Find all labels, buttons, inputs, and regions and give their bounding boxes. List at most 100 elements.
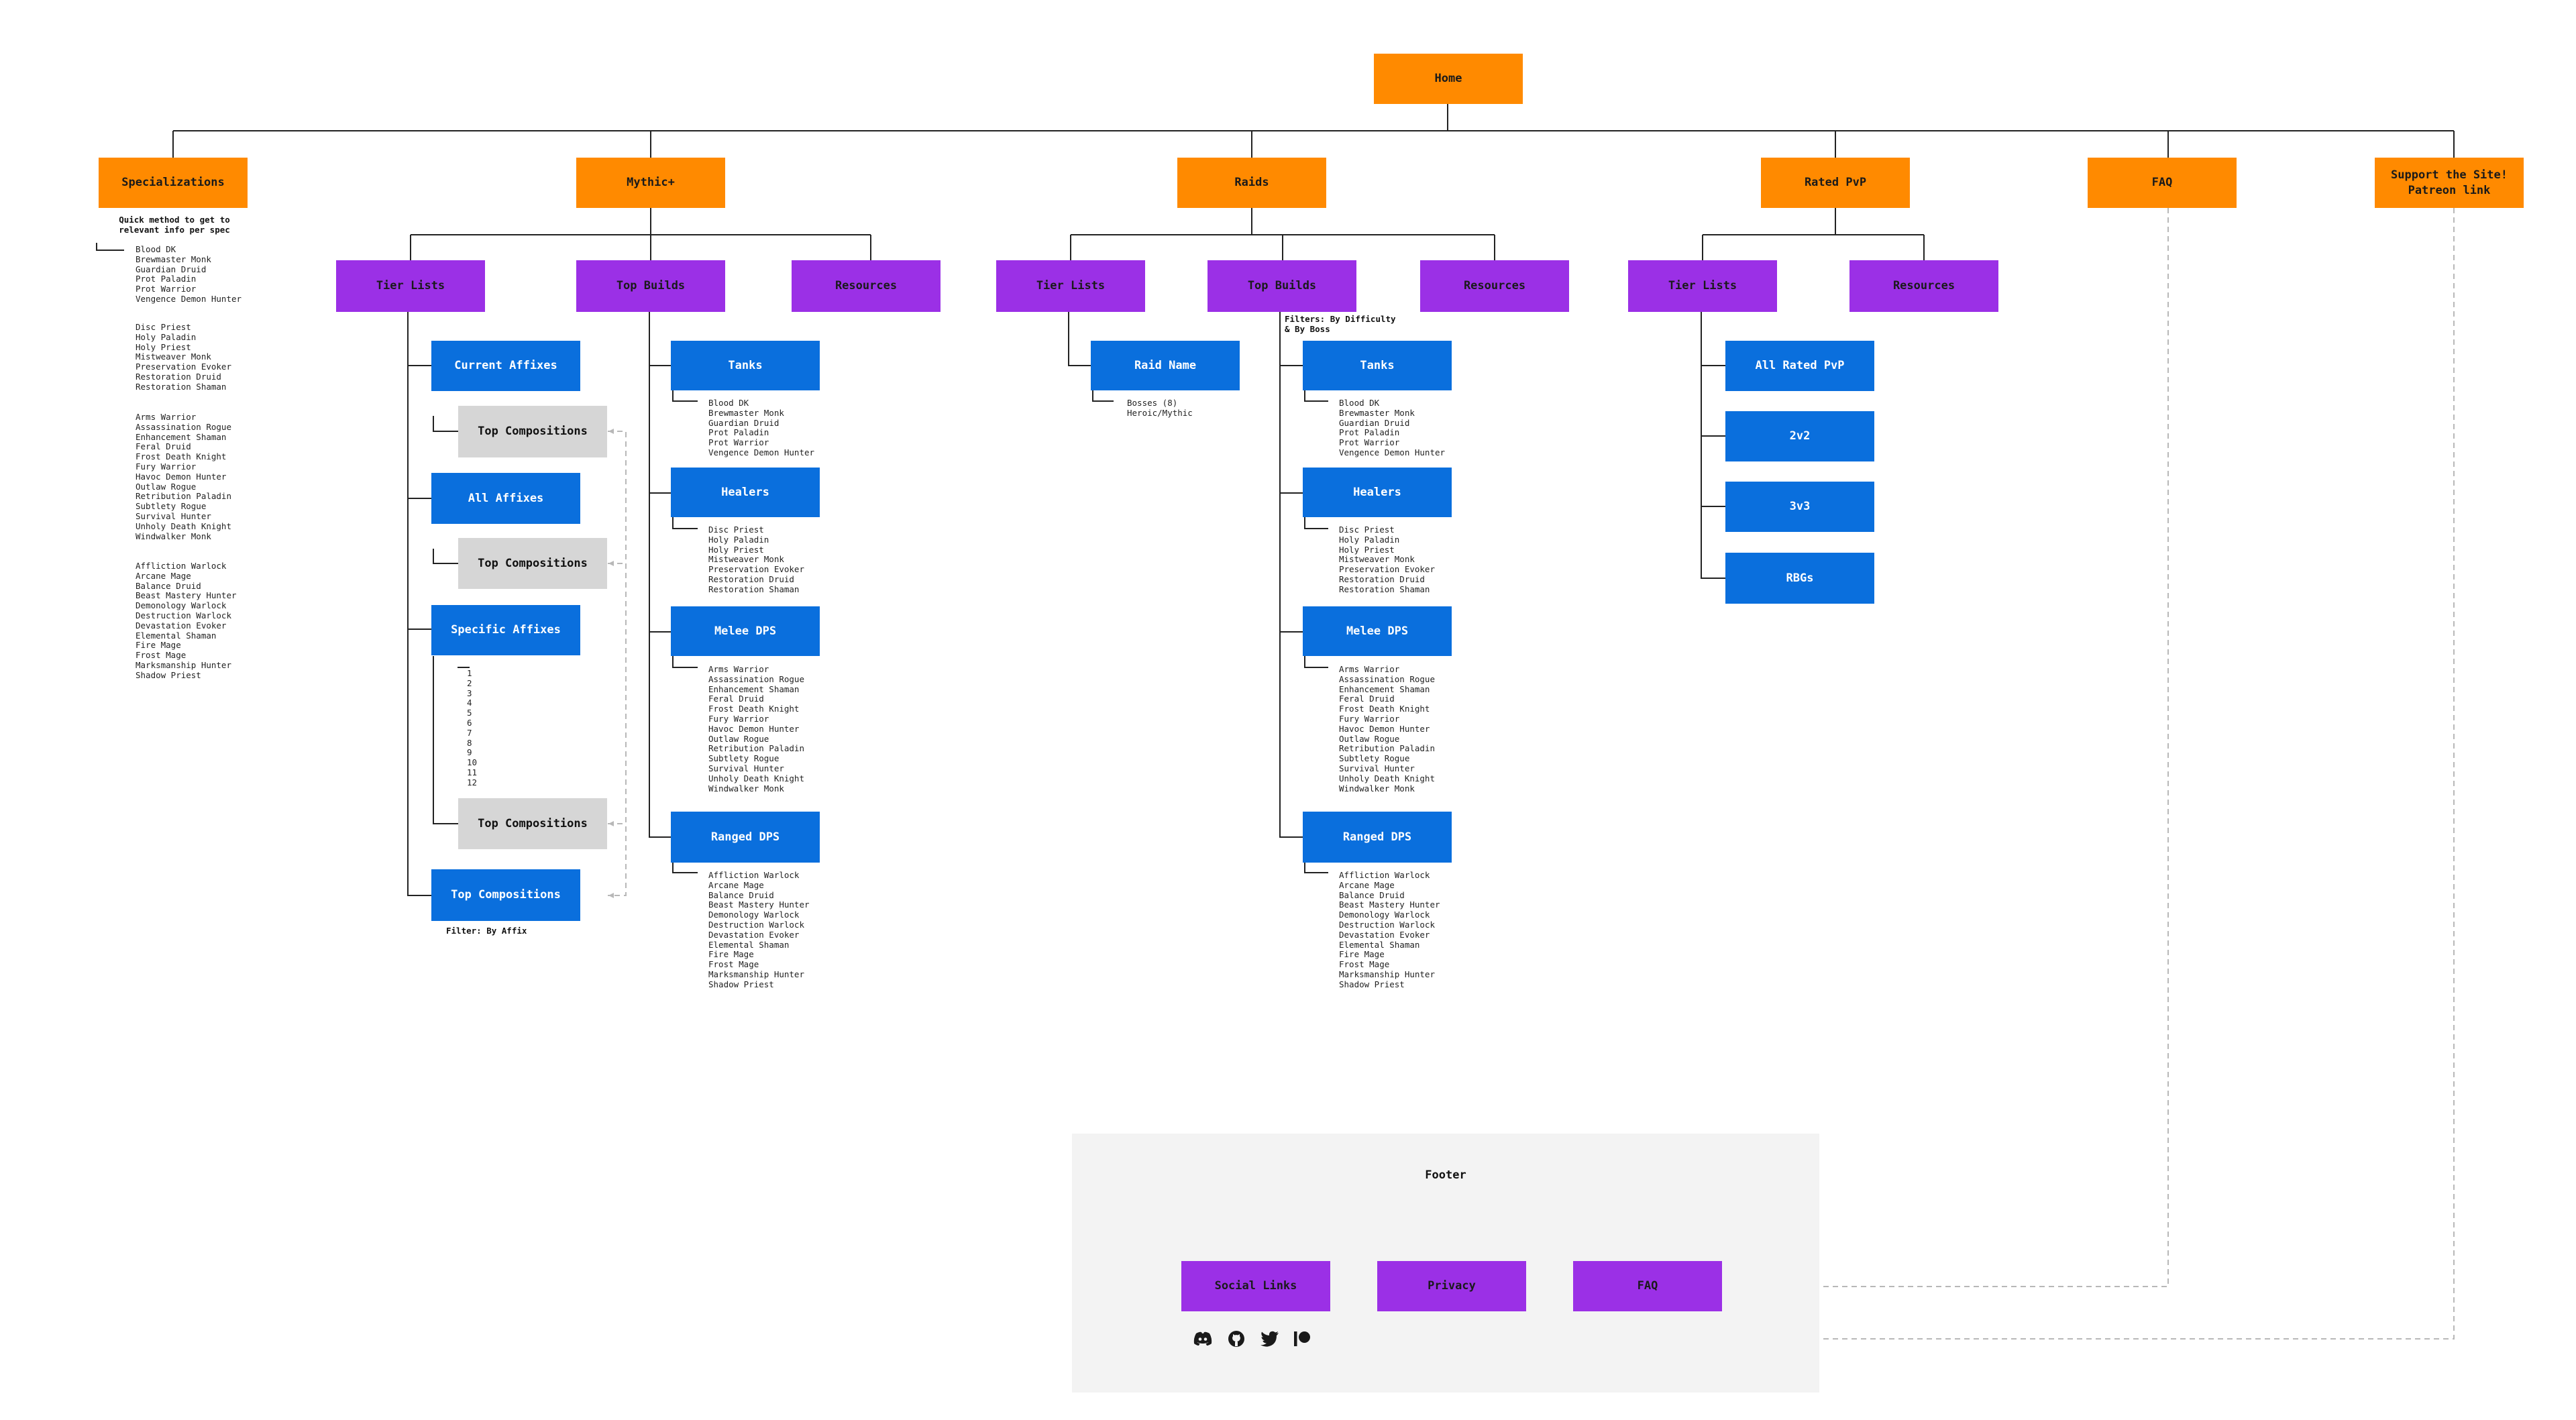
raid-name-node[interactable]: Raid Name <box>1091 341 1240 390</box>
list-item: Survival Hunter <box>136 510 211 521</box>
list-item: Balance Druid <box>1339 889 1405 900</box>
mythic-plus-node[interactable]: Mythic+ <box>576 158 725 208</box>
list-item: Enhancement Shaman <box>708 684 800 694</box>
all-rated-pvp-node[interactable]: All Rated PvP <box>1725 341 1874 391</box>
list-item: Heroic/Mythic <box>1127 407 1193 418</box>
all-affixes-node[interactable]: All Affixes <box>431 473 580 524</box>
list-item: Holy Priest <box>136 341 191 352</box>
list-item: Devastation Evoker <box>708 929 800 940</box>
ranged-dps-node[interactable]: Ranged DPS <box>1303 812 1452 863</box>
patreon-icon[interactable] <box>1292 1329 1312 1349</box>
list-item: Holy Priest <box>708 544 764 555</box>
social-links-node[interactable]: Social Links <box>1181 1261 1330 1311</box>
list-item: Restoration Shaman <box>1339 584 1430 594</box>
raids-resources-node[interactable]: Resources <box>1420 260 1569 312</box>
list-item: Frost Death Knight <box>708 704 800 714</box>
list-item: Demonology Warlock <box>708 910 800 920</box>
specializations-node[interactable]: Specializations <box>99 158 248 208</box>
healers-node[interactable]: Healers <box>1303 468 1452 517</box>
list-item: 9 <box>467 747 472 758</box>
melee-dps-node[interactable]: Melee DPS <box>671 606 820 656</box>
raids-top-builds-node[interactable]: Top Builds <box>1208 260 1356 312</box>
list-item: 2 <box>467 677 472 688</box>
2v2-node[interactable]: 2v2 <box>1725 411 1874 461</box>
list-item: Affliction Warlock <box>136 561 227 571</box>
top-compositions-all-node[interactable]: Top Compositions <box>431 869 580 921</box>
list-item: Restoration Shaman <box>708 584 800 594</box>
list-item: Marksmanship Hunter <box>136 659 231 670</box>
list-item: Destruction Warlock <box>136 610 231 620</box>
list-item: Assassination Rogue <box>1339 673 1435 684</box>
list-item: Destruction Warlock <box>708 919 804 930</box>
tanks-node[interactable]: Tanks <box>1303 341 1452 390</box>
list-item: Subtlety Rogue <box>1339 753 1410 764</box>
faq-node[interactable]: FAQ <box>2088 158 2237 208</box>
list-item: Feral Druid <box>708 694 764 704</box>
privacy-node[interactable]: Privacy <box>1377 1261 1526 1311</box>
healers-node[interactable]: Healers <box>671 468 820 517</box>
mythic-resources-node[interactable]: Resources <box>792 260 941 312</box>
raids-node[interactable]: Raids <box>1177 158 1326 208</box>
3v3-node[interactable]: 3v3 <box>1725 482 1874 532</box>
list-item: Mistweaver Monk <box>1339 554 1415 565</box>
github-icon[interactable] <box>1226 1329 1246 1349</box>
list-item: Devastation Evoker <box>136 620 227 631</box>
list-item: 3 <box>467 688 472 698</box>
list-item: Unholy Death Knight <box>136 521 231 531</box>
pvp-tier-lists-node[interactable]: Tier Lists <box>1628 260 1777 312</box>
list-item: 6 <box>467 717 472 728</box>
pvp-resources-node[interactable]: Resources <box>1849 260 1998 312</box>
mythic-tier-lists-node[interactable]: Tier Lists <box>336 260 485 312</box>
list-item: 5 <box>467 708 472 718</box>
list-item: 11 <box>467 767 478 777</box>
melee-dps-node[interactable]: Melee DPS <box>1303 606 1452 656</box>
list-item: Havoc Demon Hunter <box>1339 723 1430 734</box>
list-item: Destruction Warlock <box>1339 919 1435 930</box>
list-item: Restoration Druid <box>136 371 221 382</box>
tanks-node[interactable]: Tanks <box>671 341 820 390</box>
top-compositions-node[interactable]: Top Compositions <box>458 406 607 457</box>
list-item: Havoc Demon Hunter <box>708 723 800 734</box>
current-affixes-node[interactable]: Current Affixes <box>431 341 580 391</box>
list-item: Devastation Evoker <box>1339 929 1430 940</box>
list-item: Outlaw Rogue <box>1339 733 1400 744</box>
list-item: Enhancement Shaman <box>136 431 227 442</box>
list-item: Windwalker Monk <box>708 783 784 794</box>
list-item: Subtlety Rogue <box>708 753 780 764</box>
list-item: Disc Priest <box>708 525 764 535</box>
list-item: Preservation Evoker <box>708 564 804 575</box>
twitter-icon[interactable] <box>1260 1329 1280 1349</box>
list-item: Unholy Death Knight <box>708 773 804 783</box>
list-item: Prot Warrior <box>136 284 197 294</box>
list-item: Blood DK <box>1339 398 1380 408</box>
support-site-node[interactable]: Support the Site! Patreon link <box>2375 158 2524 208</box>
rbgs-node[interactable]: RBGs <box>1725 553 1874 604</box>
ranged-dps-node[interactable]: Ranged DPS <box>671 812 820 863</box>
list-item: Balance Druid <box>136 580 201 591</box>
footer-faq-node[interactable]: FAQ <box>1573 1261 1722 1311</box>
list-item: Assassination Rogue <box>136 421 231 432</box>
top-compositions-node[interactable]: Top Compositions <box>458 538 607 589</box>
discord-icon[interactable] <box>1193 1329 1213 1349</box>
list-item: Prot Paladin <box>708 427 769 438</box>
list-item: Balance Druid <box>708 889 774 900</box>
top-compositions-node[interactable]: Top Compositions <box>458 798 607 849</box>
list-item: Restoration Shaman <box>136 381 227 392</box>
raids-tier-lists-node[interactable]: Tier Lists <box>996 260 1145 312</box>
list-item: Shadow Priest <box>1339 979 1405 989</box>
list-item: Windwalker Monk <box>1339 783 1415 794</box>
list-item: Fire Mage <box>1339 949 1385 960</box>
list-item: Outlaw Rogue <box>136 481 197 492</box>
list-item: Enhancement Shaman <box>1339 684 1430 694</box>
rated-pvp-node[interactable]: Rated PvP <box>1761 158 1910 208</box>
mythic-top-builds-node[interactable]: Top Builds <box>576 260 725 312</box>
specific-affixes-node[interactable]: Specific Affixes <box>431 605 580 655</box>
home-node[interactable]: Home <box>1374 54 1523 104</box>
list-item: Outlaw Rogue <box>708 733 769 744</box>
